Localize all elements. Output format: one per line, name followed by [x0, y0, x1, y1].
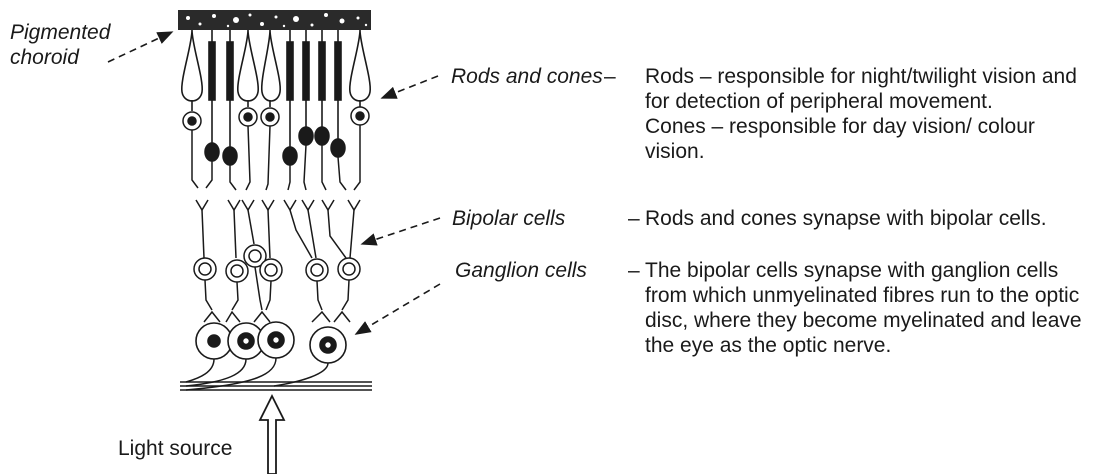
bipolar-label: Bipolar cells	[452, 206, 565, 231]
choroid-label-line2: choroid	[10, 45, 79, 70]
choroid-leader	[108, 32, 172, 62]
rods-description: Rods – responsible for night/twilight vi…	[645, 64, 1090, 114]
rods-cones-dash: –	[604, 64, 616, 89]
light-source-arrow	[260, 396, 284, 474]
choroid-label-line1: Pigmented	[10, 20, 110, 45]
nerve-fibres	[180, 358, 372, 390]
rods-cones-label: Rods and cones	[451, 64, 603, 89]
rods-cones-description: Rods – responsible for night/twilight vi…	[645, 64, 1090, 164]
cones-description: Cones – responsible for day vision/ colo…	[645, 114, 1090, 164]
rod-cone-nuclei	[183, 107, 369, 165]
light-source-label: Light source	[118, 436, 232, 461]
ganglion-label: Ganglion cells	[455, 258, 587, 283]
bipolar-description: Rods and cones synapse with bipolar cell…	[645, 206, 1090, 231]
leader-arrows	[108, 32, 440, 334]
bipolar-leader	[362, 218, 440, 244]
rods-cones-leader	[382, 76, 438, 98]
rods-and-cones-layer	[182, 30, 370, 148]
ganglion-cells	[196, 322, 346, 363]
choroid-band	[178, 10, 371, 30]
bipolar-cells	[194, 210, 360, 322]
synapse-layer	[192, 125, 360, 210]
ganglion-dash: –	[628, 258, 640, 283]
ganglion-description: The bipolar cells synapse with ganglion …	[645, 258, 1090, 358]
ganglion-leader	[356, 284, 440, 334]
bipolar-dash: –	[628, 206, 640, 231]
